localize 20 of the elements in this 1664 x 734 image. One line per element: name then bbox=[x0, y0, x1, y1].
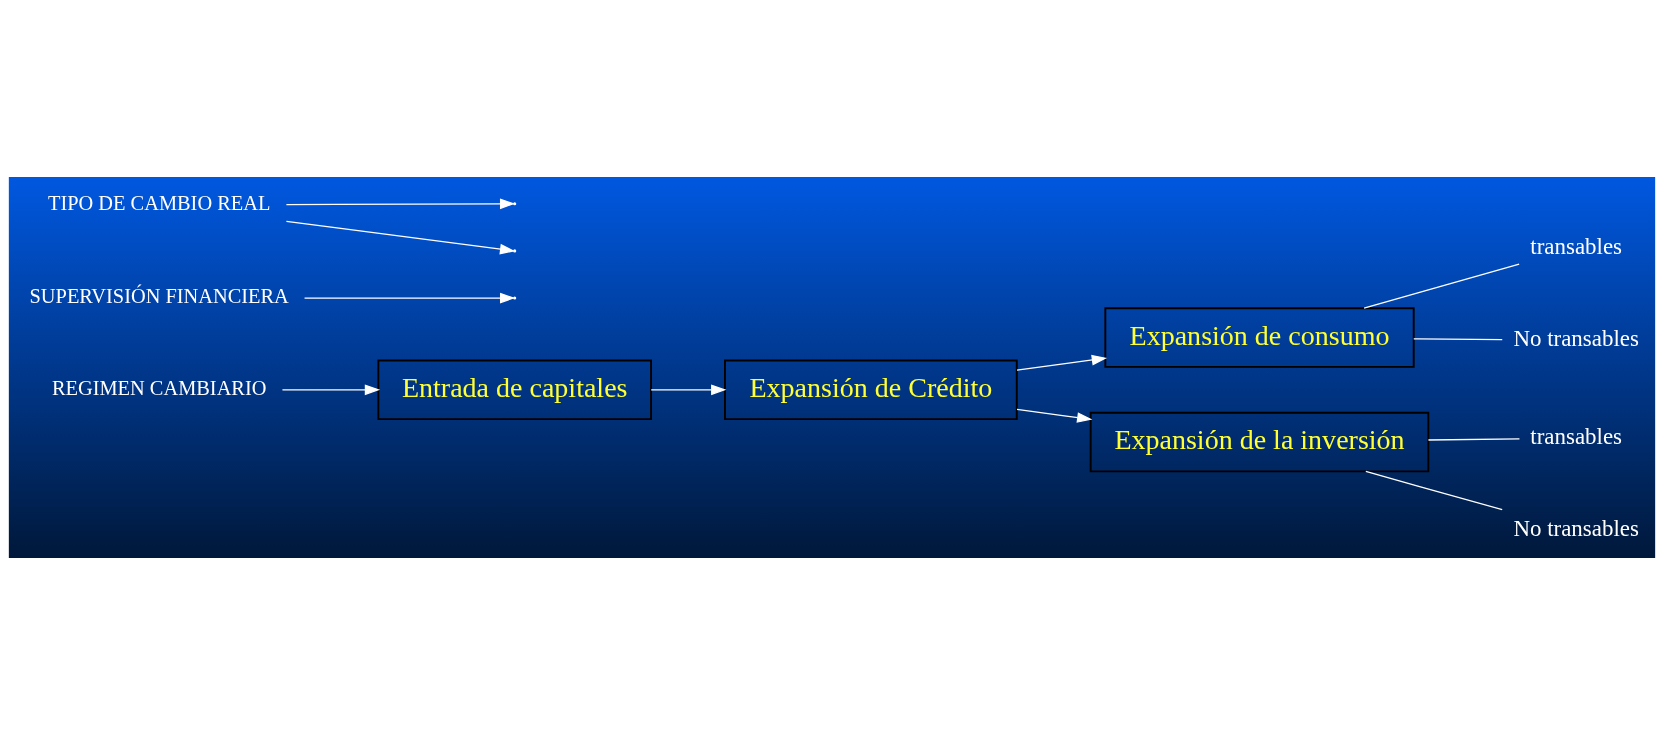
node-box: Expansión de la inversión bbox=[1089, 411, 1430, 472]
arrow bbox=[1016, 408, 1093, 423]
connector bbox=[1427, 437, 1521, 441]
arrow bbox=[285, 197, 516, 209]
arrow bbox=[650, 383, 727, 395]
node-text: No transables bbox=[1513, 325, 1639, 351]
arrow bbox=[281, 383, 381, 395]
connector bbox=[1365, 470, 1503, 510]
connector bbox=[1363, 263, 1520, 309]
node-box: Entrada de capitales bbox=[377, 359, 652, 420]
node-text: transables bbox=[1530, 233, 1622, 259]
node-box: Expansión de Crédito bbox=[724, 359, 1018, 420]
node-text: No transables bbox=[1513, 515, 1639, 541]
node-box: Expansión de consumo bbox=[1104, 306, 1415, 368]
arrow bbox=[1016, 354, 1108, 371]
connector bbox=[1413, 337, 1503, 340]
node-text: REGIMEN CAMBIARIO bbox=[51, 376, 267, 399]
node-text: TIPO DE CAMBIO REAL bbox=[47, 191, 271, 214]
node-text: transables bbox=[1530, 423, 1622, 449]
node-text: SUPERVISIÓN FINANCIERA bbox=[29, 284, 289, 307]
